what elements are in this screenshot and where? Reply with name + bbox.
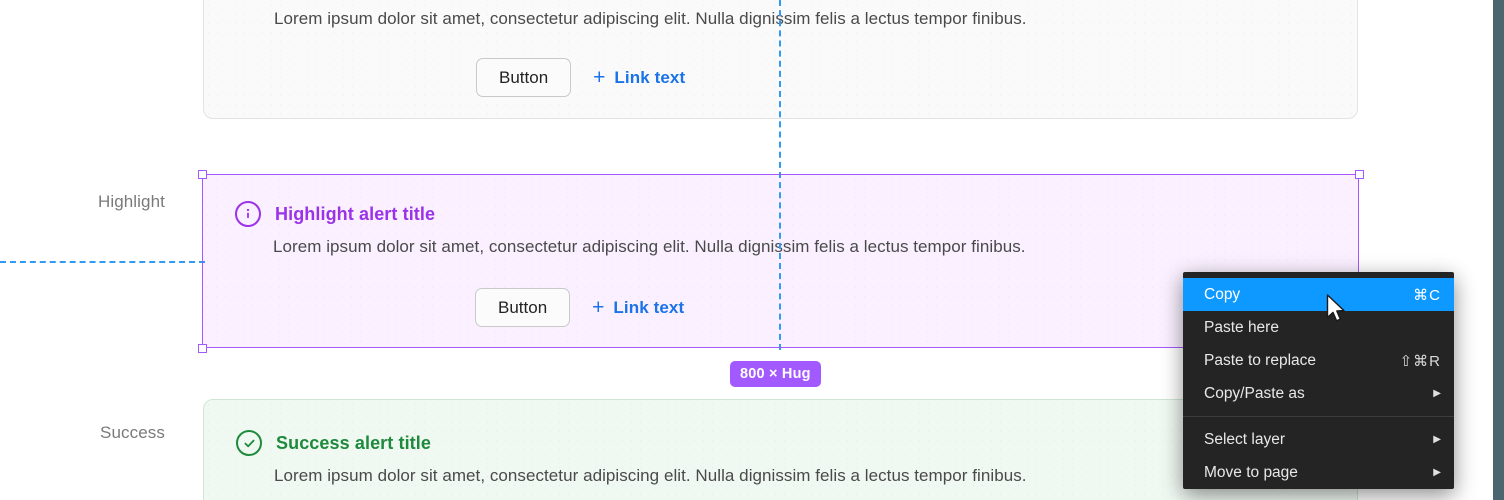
selection-size-badge: 800 × Hug bbox=[730, 361, 821, 387]
row-label-highlight: Highlight bbox=[97, 192, 165, 211]
alert-header-success: Success alert title bbox=[236, 430, 431, 456]
menu-item-label: Move to page bbox=[1204, 463, 1298, 481]
row-label-success: Success bbox=[100, 423, 165, 442]
alert-actions-info[interactable]: Button + Link text bbox=[476, 58, 685, 97]
alert-button-info[interactable]: Button bbox=[476, 58, 572, 97]
plus-icon: + bbox=[593, 66, 606, 89]
menu-item-paste-to-replace[interactable]: Paste to replace ⇧⌘R bbox=[1183, 344, 1454, 377]
menu-item-label: Paste to replace bbox=[1204, 351, 1317, 369]
plus-icon: + bbox=[592, 296, 605, 319]
check-circle-icon bbox=[236, 430, 262, 456]
menu-item-copy-paste-as[interactable]: Copy/Paste as ▶ bbox=[1183, 377, 1454, 410]
alert-link-highlight[interactable]: + Link text bbox=[592, 297, 684, 318]
alignment-guide-vertical bbox=[779, 0, 781, 350]
menu-item-label: Copy/Paste as bbox=[1204, 384, 1305, 402]
alert-header-highlight: Highlight alert title bbox=[235, 201, 435, 227]
alert-link-label-info: Link text bbox=[614, 67, 686, 87]
menu-item-shortcut: ⌘C bbox=[1413, 286, 1441, 304]
menu-separator bbox=[1183, 416, 1454, 417]
alert-link-label-highlight: Link text bbox=[613, 297, 685, 317]
submenu-arrow-icon: ▶ bbox=[1433, 434, 1441, 445]
info-circle-icon bbox=[235, 201, 261, 227]
menu-item-label: Select layer bbox=[1204, 430, 1285, 448]
alert-body-success: Lorem ipsum dolor sit amet, consectetur … bbox=[274, 466, 1027, 485]
alert-actions-highlight[interactable]: Button + Link text bbox=[475, 288, 684, 327]
right-edge-panel bbox=[1493, 0, 1504, 500]
menu-item-paste-here[interactable]: Paste here bbox=[1183, 311, 1454, 344]
alert-link-info[interactable]: + Link text bbox=[593, 67, 685, 88]
alignment-guide-horizontal bbox=[0, 261, 205, 263]
alert-title-highlight: Highlight alert title bbox=[275, 203, 436, 224]
alert-body-info: Lorem ipsum dolor sit amet, consectetur … bbox=[274, 9, 1027, 28]
alert-button-highlight[interactable]: Button bbox=[475, 288, 571, 327]
menu-item-select-layer[interactable]: Select layer ▶ bbox=[1183, 423, 1454, 456]
menu-item-shortcut: ⇧⌘R bbox=[1399, 352, 1441, 370]
alert-title-success: Success alert title bbox=[276, 432, 431, 453]
submenu-arrow-icon: ▶ bbox=[1433, 388, 1441, 399]
submenu-arrow-icon: ▶ bbox=[1433, 467, 1441, 478]
menu-item-move-to-page[interactable]: Move to page ▶ bbox=[1183, 456, 1454, 489]
menu-item-copy[interactable]: Copy ⌘C bbox=[1183, 278, 1454, 311]
menu-item-label: Paste here bbox=[1204, 318, 1279, 336]
alert-body-highlight: Lorem ipsum dolor sit amet, consectetur … bbox=[273, 237, 1026, 256]
menu-item-label: Copy bbox=[1204, 285, 1241, 303]
